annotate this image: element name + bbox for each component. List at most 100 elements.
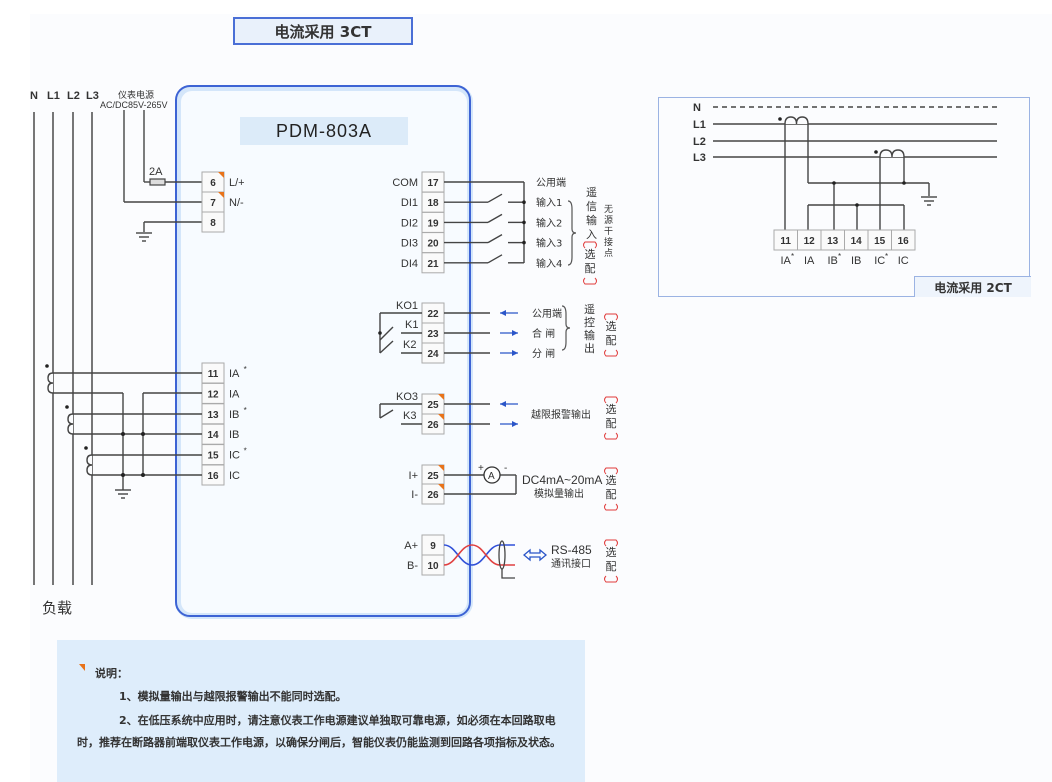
load-label: 负载: [42, 599, 72, 617]
current-terminal: 11: [201, 362, 225, 384]
di-group-char: 输: [586, 213, 597, 227]
ct2-terminal-label: IB: [827, 255, 837, 267]
polarity-mark: *: [244, 365, 247, 374]
terminal-number: 9: [430, 541, 436, 552]
rc-terminal: 24: [421, 342, 445, 364]
di-terminal-label: DI3: [401, 238, 418, 250]
rc-desc: 公用端: [532, 307, 562, 320]
current-terminal: 14: [201, 423, 225, 445]
polarity-mark: *: [791, 252, 794, 261]
di-terminal: 18: [421, 191, 445, 213]
polarity-dot: [65, 405, 69, 409]
terminal-number: 24: [427, 349, 439, 360]
alarm-optional-tag: 选配: [604, 396, 618, 440]
svg-text:选: 选: [585, 248, 596, 261]
di-terminal: 21: [421, 252, 445, 274]
di-note-char: 点: [604, 248, 613, 259]
terminal-number: 15: [207, 451, 219, 462]
rs485-terminal-label: A+: [404, 540, 418, 552]
analog-plus: +: [478, 463, 484, 474]
rc-optional-tag: 选配: [604, 313, 618, 357]
svg-text:11: 11: [780, 236, 791, 247]
rc-group-char: 遥: [584, 303, 595, 316]
di-note-char: 接: [604, 236, 613, 248]
relay-label: KO1: [396, 300, 418, 312]
terminal-number: 17: [427, 178, 439, 189]
terminal-number: 21: [427, 259, 439, 270]
notes-heading: 说明：: [95, 667, 128, 680]
ct2-terminal: 16: [891, 229, 916, 251]
device-model: PDM-803A: [240, 117, 408, 145]
orange-mark-icon: [438, 484, 444, 490]
note-item-2: 2、在低压系统中应用时，请注意仪表工作电源建议单独取可靠电源，如必须在本回路取电…: [77, 714, 561, 749]
terminal-number: 7: [210, 198, 216, 209]
ct2-bus-label: N: [693, 102, 701, 114]
svg-text:12: 12: [804, 236, 816, 247]
junction-dot: [522, 200, 526, 204]
diagram-title: 电流采用 3CT: [233, 17, 413, 45]
polarity-dot: [874, 150, 878, 154]
terminal-number: 19: [427, 218, 439, 229]
orange-mark-icon: [438, 394, 444, 400]
current-terminal: 12: [201, 382, 225, 404]
ct2-ground-icon: [921, 196, 937, 206]
rc-group-char: 控: [584, 315, 595, 329]
rc-brace: [561, 305, 571, 351]
alarm-terminal: 26: [421, 413, 445, 435]
di-brace: [567, 200, 577, 266]
svg-text:14: 14: [851, 236, 863, 247]
ammeter-icon: [483, 466, 501, 484]
junction-dots: [121, 432, 145, 477]
rs485-terminal: 10: [421, 554, 445, 576]
current-terminal-label: IA: [229, 388, 240, 400]
terminal-number: 14: [207, 430, 219, 441]
terminal-number: 11: [208, 369, 219, 380]
junction-dot: [832, 181, 836, 185]
ct2-caption: 电流采用 2CT: [914, 276, 1031, 297]
current-terminal: 13: [201, 403, 225, 425]
ammeter-label: A: [488, 471, 495, 482]
rc-group-char: 出: [584, 341, 595, 355]
orange-mark-icon: [218, 172, 224, 178]
current-terminal-label: IA: [229, 368, 240, 380]
di-group-char: 信: [586, 200, 597, 213]
relay-label: KO3: [396, 391, 418, 403]
rs485-label: RS-485: [551, 543, 592, 557]
di-terminal-label: DI2: [401, 217, 418, 229]
terminal-number: 18: [427, 198, 439, 209]
relay-label: K3: [403, 410, 416, 422]
svg-text:配: 配: [606, 334, 617, 347]
alarm-arrows: [500, 401, 518, 427]
terminal-number: 8: [210, 218, 216, 229]
rs485-terminal-label: B-: [407, 560, 418, 572]
terminal-number: 25: [427, 400, 439, 411]
device-body: [175, 85, 471, 617]
relay-label: K1: [405, 319, 418, 331]
ct2-terminal-label: IA: [804, 255, 815, 267]
svg-text:13: 13: [827, 236, 839, 247]
bus-label: L1: [47, 90, 60, 102]
terminal-number: 22: [427, 309, 439, 320]
note-marker-icon: [79, 664, 85, 671]
rc-desc: 分 闸: [532, 347, 555, 360]
di-desc: 公用端: [536, 176, 566, 189]
rs485-optional-tag: 选配: [604, 539, 618, 583]
power-terminal-label: N/-: [229, 197, 244, 209]
bus-label: N: [30, 90, 38, 102]
analog-optional-tag: 选配: [604, 467, 618, 511]
di-terminal-label: DI1: [401, 197, 418, 209]
svg-text:配: 配: [606, 488, 617, 501]
fuse-icon: [149, 178, 166, 186]
power-range: AC/DC85V-265V: [100, 100, 168, 110]
alarm-desc: 越限报警输出: [531, 408, 591, 421]
di-terminal: 19: [421, 211, 445, 233]
terminal-number: 6: [210, 178, 216, 189]
analog-desc: 模拟量输出: [534, 487, 584, 500]
rc-group-char: 输: [584, 328, 595, 342]
terminal-number: 23: [427, 329, 439, 340]
terminal-number: 13: [207, 410, 219, 421]
ct2-terminal-label: IA: [780, 255, 791, 267]
polarity-mark: *: [244, 406, 247, 415]
svg-text:配: 配: [606, 560, 617, 573]
current-terminal: 15: [201, 444, 225, 466]
